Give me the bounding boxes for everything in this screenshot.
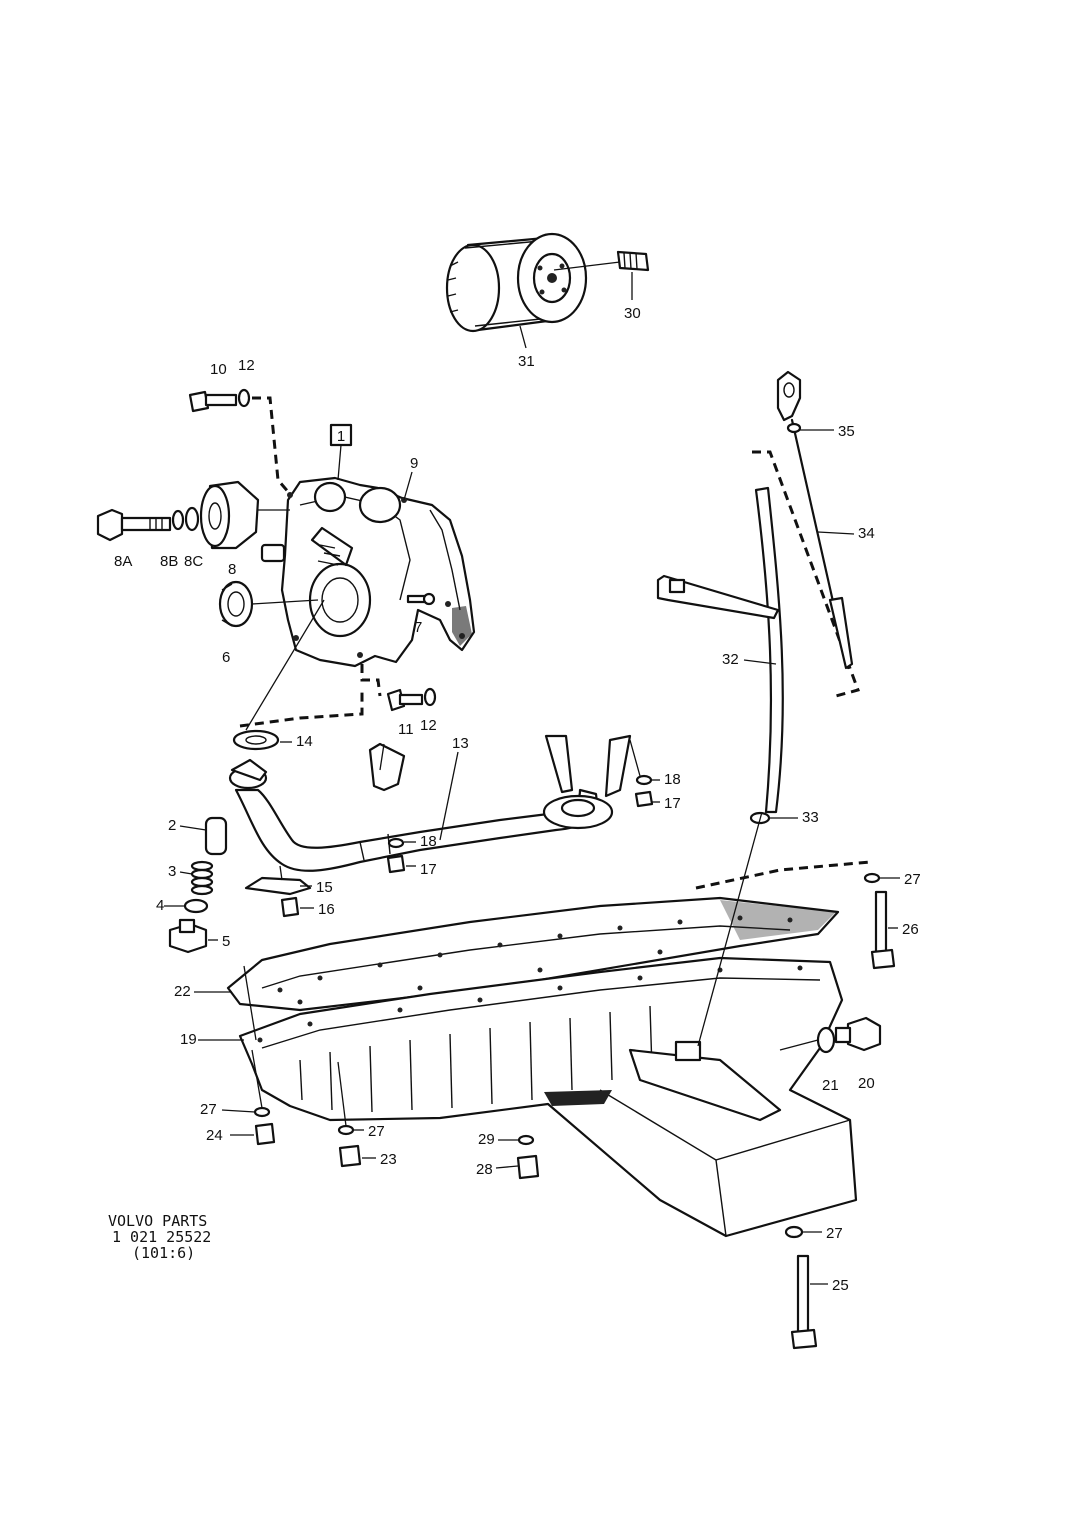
bolt-24: [254, 1122, 276, 1146]
callout-29: 29: [478, 1131, 495, 1148]
callout-19: 19: [180, 1031, 197, 1048]
seal-6: [218, 580, 254, 628]
drain-plug-20: [834, 1016, 882, 1052]
bolt-28: [516, 1154, 540, 1180]
washer-4: [183, 898, 209, 914]
bolt-8A: [96, 508, 172, 542]
callout-18b: 18: [420, 833, 437, 850]
screw-7: [406, 592, 436, 606]
callout-5: 5: [222, 933, 230, 950]
callout-7: 7: [414, 619, 422, 636]
catalog-line-1: VOLVO PARTS: [108, 1212, 207, 1230]
callout-15: 15: [316, 879, 333, 896]
callout-26: 26: [902, 921, 919, 938]
bolt-23: [338, 1144, 362, 1168]
filter-nipple: [616, 250, 650, 272]
callout-8: 8: [228, 561, 236, 578]
oil-pan: [238, 956, 858, 1238]
valve-spring-3: [190, 860, 214, 896]
washer-8B: [171, 509, 185, 531]
plug-5: [168, 918, 208, 954]
callout-35: 35: [838, 423, 855, 440]
leader-line-13: [439, 751, 459, 841]
callout-21: 21: [822, 1077, 839, 1094]
callout-30: 30: [624, 305, 641, 322]
callout-8A: 8A: [114, 553, 132, 570]
callout-33: 33: [802, 809, 819, 826]
leader-line-2: [179, 825, 207, 831]
washer-18-right: [635, 774, 653, 786]
callout-4: 4: [156, 897, 164, 914]
callout-27c: 27: [368, 1123, 385, 1140]
callout-25: 25: [832, 1277, 849, 1294]
bolt-11: [386, 688, 424, 712]
callout-34: 34: [858, 525, 875, 542]
bolt-10: [188, 390, 238, 413]
bolt-25: [790, 1254, 818, 1350]
callout-8C: 8C: [184, 553, 203, 570]
callout-10: 10: [210, 361, 227, 378]
leader-line-34: [817, 531, 855, 535]
bearing-8: [199, 480, 260, 550]
dipstick-tube: [656, 486, 784, 825]
washer-8C: [184, 506, 200, 532]
callout-32: 32: [722, 651, 739, 668]
catalog-line-2: 1 021 25522: [112, 1228, 211, 1246]
callout-1: 1: [337, 428, 345, 445]
callout-20: 20: [858, 1075, 875, 1092]
suction-pipe: [228, 734, 632, 872]
washer-27-top-right: [863, 872, 881, 884]
callout-27d: 27: [826, 1225, 843, 1242]
callout-24: 24: [206, 1127, 223, 1144]
oil-pan-gasket: [226, 896, 840, 1012]
oil-pump-housing: [260, 476, 476, 668]
gasket-14: [232, 729, 280, 751]
callout-23: 23: [380, 1151, 397, 1168]
callout-27a: 27: [904, 871, 921, 888]
bolt-17-mid: [386, 854, 406, 874]
washer-29: [517, 1134, 535, 1146]
callout-6: 6: [222, 649, 230, 666]
callout-17b: 17: [420, 861, 437, 878]
washer-27-bottom: [784, 1225, 804, 1239]
washer-27-left: [253, 1106, 271, 1118]
callout-18a: 18: [664, 771, 681, 788]
leader-line-9: [403, 471, 413, 501]
seal-35: [786, 422, 802, 434]
callout-12b: 12: [420, 717, 437, 734]
callout-9: 9: [410, 455, 418, 472]
callout-27b: 27: [200, 1101, 217, 1118]
washer-12-bottom: [423, 687, 437, 707]
callout-16: 16: [318, 901, 335, 918]
callout-12a: 12: [238, 357, 255, 374]
leader-line-31: [519, 325, 527, 349]
callout-11: 11: [398, 721, 414, 738]
leader-line-28: [495, 1165, 519, 1169]
callout-14: 14: [296, 733, 313, 750]
clamp-15: [244, 876, 312, 896]
leader-line-32: [743, 659, 777, 665]
washer-18-mid: [387, 837, 405, 849]
washer-12-top: [237, 388, 251, 408]
callout-31: 31: [518, 353, 535, 370]
callout-3: 3: [168, 863, 176, 880]
leader-line-27b: [221, 1109, 256, 1113]
oil-filter: [445, 232, 588, 333]
valve-piston-2: [204, 816, 228, 856]
dipstick: [776, 370, 854, 670]
callout-13: 13: [452, 735, 469, 752]
washer-27-mid: [337, 1124, 355, 1136]
catalog-line-3: (101:6): [132, 1244, 195, 1262]
bolt-17-right: [634, 790, 654, 808]
washer-21: [816, 1026, 836, 1054]
leader-line-3: [179, 871, 193, 875]
callout-17a: 17: [664, 795, 681, 812]
bolt-16: [280, 896, 300, 918]
callout-8B: 8B: [160, 553, 178, 570]
callout-2: 2: [168, 817, 176, 834]
callout-22: 22: [174, 983, 191, 1000]
callout-28: 28: [476, 1161, 493, 1178]
bolt-26: [870, 890, 896, 970]
